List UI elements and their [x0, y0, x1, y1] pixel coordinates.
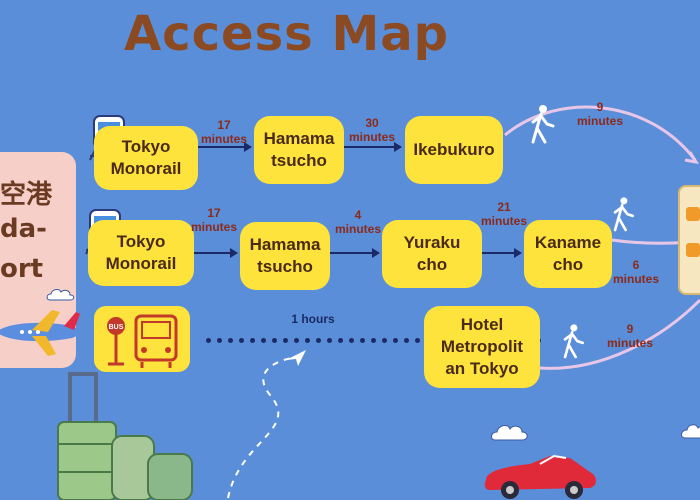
station-yurakucho: Yuraku cho: [382, 220, 482, 288]
svg-text:BUS: BUS: [109, 324, 124, 331]
walking-person-icon: [531, 105, 555, 144]
route1-time-1: 17 minutes: [200, 118, 247, 146]
station-tokyo-monorail-1: Tokyo Monorail: [94, 126, 198, 190]
hotel-icon: [678, 185, 700, 295]
route2-walk-time: 6 minutes: [612, 258, 659, 286]
cloud-icon: [681, 424, 700, 439]
route1-walk-time: 9 minutes: [576, 100, 623, 128]
station-ikebukuro: Ikebukuro: [405, 116, 503, 184]
route1-arrow-2: [344, 142, 402, 152]
walking-person-icon: [563, 324, 585, 359]
cloud-icon: [491, 424, 528, 441]
cloud-icon: [46, 289, 75, 301]
route1-arrow-1: [198, 142, 252, 152]
airport-label-line-1: 空港: [0, 180, 53, 210]
route2-arrow-1: [194, 248, 238, 258]
station-hamamatsucho-1: Hamama tsucho: [254, 116, 344, 184]
route3-walk-time: 9 minutes: [606, 322, 653, 350]
bus-stop-icon: BUS: [94, 306, 190, 372]
suitcase-icon: [57, 372, 193, 500]
walking-person-icon: [613, 197, 635, 232]
route2-time-3: 21 minutes: [480, 200, 527, 228]
airport-label-line-3: ort: [0, 254, 44, 284]
route2-time-1: 17 minutes: [190, 206, 237, 234]
hotel-metropolitan-tokyo: Hotel Metropolit an Tokyo: [424, 306, 540, 388]
station-hamamatsucho-2: Hamama tsucho: [240, 222, 330, 290]
route2-arrow-3: [482, 248, 522, 258]
route1-time-2: 30 minutes: [348, 116, 395, 144]
route2-arrow-2: [330, 248, 380, 258]
station-tokyo-monorail-2: Tokyo Monorail: [88, 220, 194, 286]
airport-label-line-2: da-: [0, 214, 47, 244]
station-kanamecho: Kaname cho: [524, 220, 612, 288]
car-icon: [484, 454, 596, 499]
bus-duration: 1 hours: [291, 312, 335, 326]
route2-time-2: 4 minutes: [334, 208, 381, 236]
airplane-icon: [286, 350, 306, 366]
page-title: Access Map: [124, 6, 449, 62]
airplane-icon: [0, 310, 80, 356]
